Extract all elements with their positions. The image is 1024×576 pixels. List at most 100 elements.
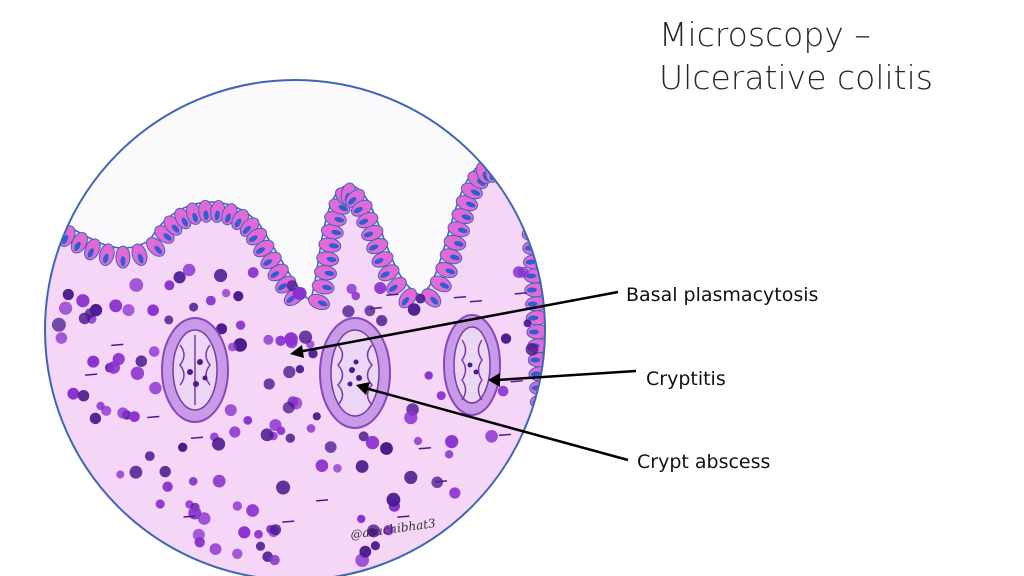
inflammatory-cell: [188, 506, 202, 520]
inflammatory-cell: [188, 477, 198, 486]
plasma-cell: [255, 541, 266, 551]
inflammatory-cell: [517, 266, 529, 278]
plasma-cell: [404, 470, 418, 484]
inflammatory-cell: [247, 267, 259, 278]
inflammatory-cell: [497, 385, 509, 397]
inflammatory-cell: [205, 295, 216, 306]
inflammatory-cell: [76, 294, 90, 308]
epithelial-cell: [246, 227, 268, 246]
plasma-cell: [189, 302, 199, 312]
inflammatory-cell: [55, 332, 68, 344]
fibroblast-mark: [434, 480, 448, 483]
inflammatory-cell: [306, 424, 316, 433]
plasma-cell: [276, 480, 291, 495]
fibroblast-mark: [282, 520, 295, 523]
inflammatory-cell: [149, 381, 162, 395]
inflammatory-cell: [192, 528, 205, 542]
epithelial-cell: [84, 238, 101, 261]
inflammatory-cell: [116, 470, 125, 479]
inflammatory-cell: [449, 487, 461, 499]
epithelial-cell: [260, 251, 282, 270]
fibroblast-mark: [369, 306, 382, 310]
epithelial-cell: [504, 170, 523, 192]
label-crypt-abscess: Crypt abscess: [637, 451, 771, 473]
epithelial-cell: [98, 243, 115, 266]
plasma-cell: [295, 365, 305, 374]
pointer-crypt-abscess: [356, 382, 629, 462]
inflammatory-cell: [263, 334, 274, 345]
inflammatory-cell: [246, 504, 259, 517]
epithelial-cell: [439, 248, 463, 265]
plasma-cell: [173, 271, 186, 284]
inflammatory-cell: [87, 355, 100, 368]
inflammatory-cell: [122, 304, 135, 317]
epithelial-cell: [324, 210, 347, 227]
plasma-cell: [78, 312, 91, 325]
inflammatory-cell: [59, 301, 73, 315]
inflammatory-cells: [51, 263, 539, 567]
plasma-cell: [286, 280, 298, 292]
plasma-cell: [144, 451, 155, 461]
label-cryptitis: Cryptitis: [646, 368, 726, 390]
inflammatory-cell: [404, 411, 418, 425]
plasma-cell: [298, 330, 313, 344]
plasma-cell: [62, 288, 74, 301]
inflammatory-cell: [129, 278, 144, 292]
inflammatory-cell: [162, 481, 173, 492]
fibroblast-mark: [111, 343, 124, 347]
plasma-cell: [263, 378, 275, 390]
inflammatory-cell: [221, 288, 231, 298]
fibroblast-mark: [418, 447, 431, 450]
plasma-cell: [129, 465, 143, 479]
epithelial-cell: [146, 237, 166, 257]
fibroblast-mark: [147, 415, 160, 419]
epithelial-cell: [532, 450, 545, 466]
inflammatory-cell: [383, 525, 394, 536]
plasma-cell: [407, 303, 421, 316]
fibroblast-mark: [469, 300, 482, 303]
plasma-cell: [312, 412, 321, 421]
epithelial-cell: [534, 492, 545, 508]
epithelial-cell: [70, 232, 88, 254]
plasma-cell: [285, 433, 295, 443]
plasma-cell: [214, 268, 228, 283]
inflammatory-cell: [413, 436, 423, 446]
inflammatory-cell: [357, 514, 366, 524]
inflammatory-cell: [148, 346, 160, 357]
plasma-cell: [359, 545, 372, 558]
plasma-cell: [282, 401, 295, 414]
plasma-cell: [523, 319, 532, 328]
inflammatory-cell: [197, 512, 211, 525]
fibroblast-mark: [386, 293, 399, 297]
pointer-cryptitis: [488, 369, 637, 387]
plasma-cell: [342, 305, 355, 318]
plasma-cell: [364, 305, 376, 317]
inflammatory-cell: [351, 291, 361, 301]
fibroblast-mark: [316, 499, 329, 502]
inflammatory-cell: [254, 529, 263, 539]
plasma-cell: [260, 428, 274, 442]
inflammatory-cell: [269, 554, 280, 566]
inflammatory-cell: [238, 526, 251, 539]
epithelial-cell: [307, 293, 331, 311]
epithelial-cell: [536, 534, 545, 550]
epithelial-cell: [386, 276, 407, 296]
plasma-cell: [216, 323, 228, 335]
plasma-cell: [376, 315, 388, 327]
plasma-cell: [367, 527, 377, 537]
inflammatory-cell: [276, 426, 286, 436]
epithelial-cell: [356, 212, 379, 229]
inflammatory-cell: [346, 283, 357, 294]
fibroblast-mark: [85, 373, 98, 376]
plasma-cell: [89, 303, 103, 317]
inflammatory-cell: [212, 474, 226, 488]
inflammatory-cell: [485, 430, 498, 443]
plasma-cell: [233, 291, 244, 302]
fibroblast-mark: [190, 436, 204, 439]
crypt-right: [443, 314, 501, 416]
epithelial-cell: [45, 214, 51, 237]
fibroblast-mark: [183, 515, 196, 518]
fibroblast-mark: [453, 296, 466, 299]
inflammatory-cell: [129, 411, 140, 422]
label-basal-plasmacytosis: Basal plasmacytosis: [626, 284, 819, 306]
